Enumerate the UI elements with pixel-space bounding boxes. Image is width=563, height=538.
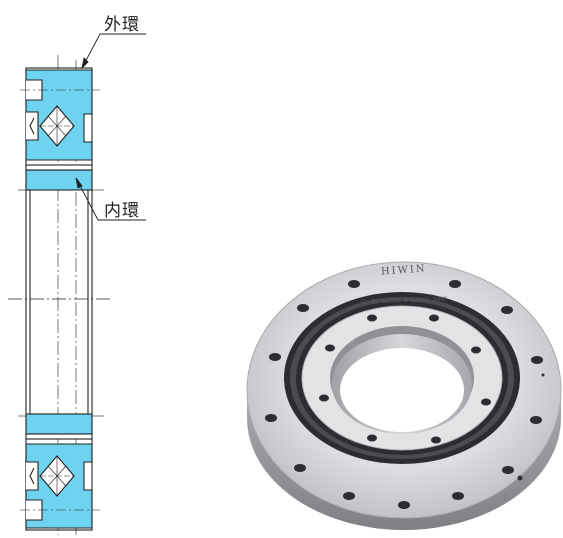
bore-opening — [340, 348, 464, 432]
top-inner-ring-fill — [25, 169, 93, 191]
top-inner-ring-stripe — [25, 164, 93, 171]
top-ring-section — [20, 69, 100, 191]
bottom-inner-ring-fill — [25, 413, 93, 435]
inner-bolt-holes — [319, 314, 491, 444]
ring-marking-text: CRBS 05013 A HIWIN 2B T2 — [360, 294, 447, 304]
bearing-photo: HIWIN CRBS 05013 A HIWIN 2B T2 — [246, 261, 562, 530]
outer-ring-leader — [81, 33, 146, 70]
lube-hole — [517, 475, 523, 481]
brand-text: HIWIN — [381, 263, 427, 277]
bottom-inner-ring-stripe — [25, 433, 93, 440]
outer-bolt-holes — [265, 280, 543, 509]
bottom-ring-section — [20, 413, 100, 529]
outer-ring-label: 外環 — [104, 15, 140, 35]
inner-ring-leader — [75, 177, 146, 221]
cross-section-drawing — [8, 33, 146, 535]
inner-ring-label: 内環 — [104, 201, 140, 221]
